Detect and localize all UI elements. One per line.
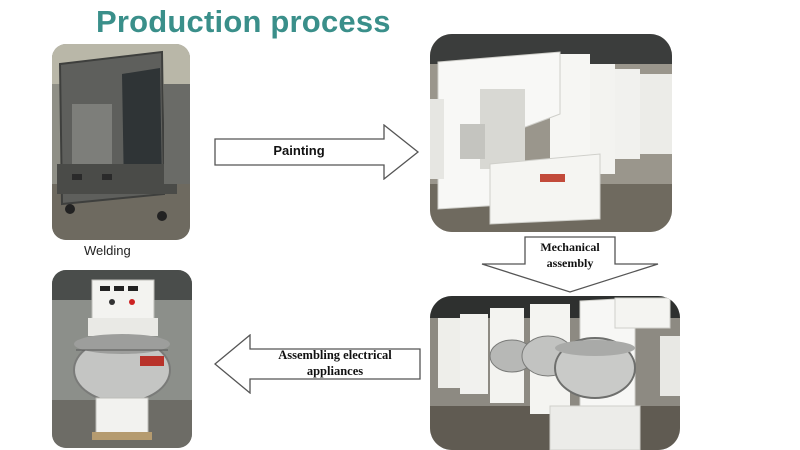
mechanical-assembly-photo: [430, 296, 680, 450]
assembling-electrical-arrow: Assembling electrical appliances: [214, 334, 422, 394]
mechanical-label-line1: Mechanical: [540, 240, 600, 254]
welding-caption: Welding: [84, 243, 131, 258]
assembling-electrical-label: Assembling electrical appliances: [250, 347, 420, 379]
painting-label: Painting: [273, 143, 325, 158]
electrical-label-line2: appliances: [306, 364, 364, 378]
mechanical-assembly-label: Mechanical assembly: [525, 239, 615, 271]
electrical-label-line1: Assembling electrical: [278, 348, 392, 362]
page-title: Production process: [96, 4, 391, 39]
finished-mixer-photo: [52, 270, 192, 448]
welding-photo: [52, 44, 190, 240]
painting-arrow: Painting: [214, 124, 420, 180]
mechanical-assembly-arrow: Mechanical assembly: [480, 236, 660, 294]
painting-photo: [430, 34, 672, 232]
mechanical-label-line2: assembly: [546, 256, 594, 270]
